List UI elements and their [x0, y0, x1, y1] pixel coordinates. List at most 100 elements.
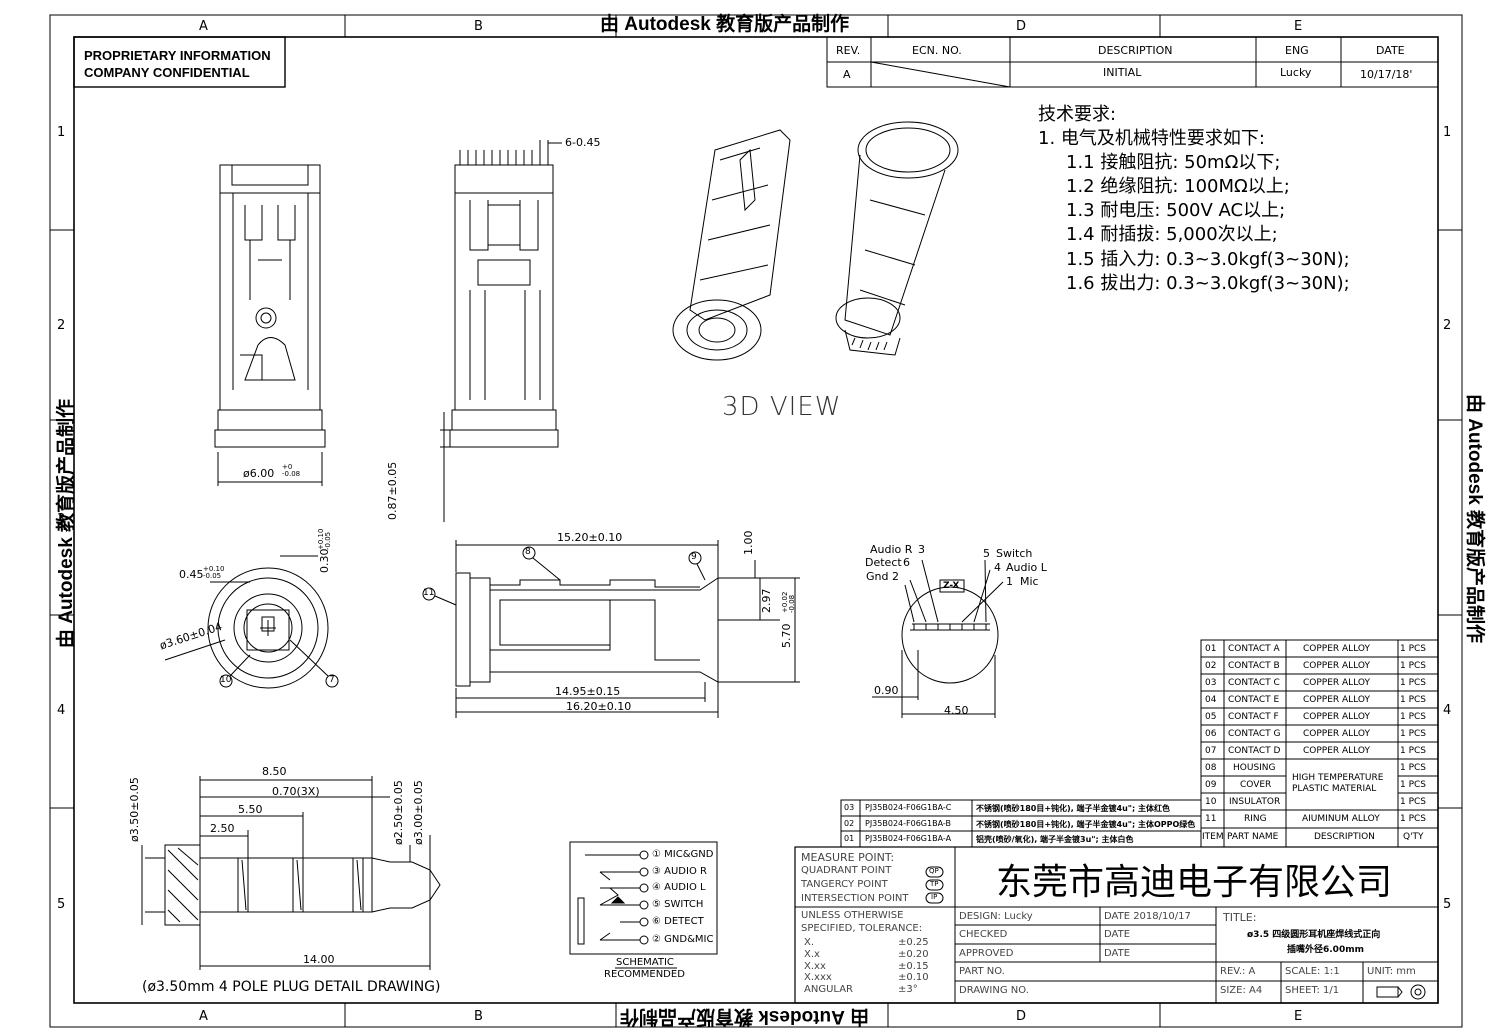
variant-desc-03: 不锈钢(喷砂180目+钝化), 端子半金镀4u"; 主体红色	[976, 804, 1170, 813]
grid-col-b: B	[474, 19, 483, 34]
balloon-10: 10	[220, 675, 232, 685]
variant-pn-03: PJ35B024-F06G1BA-C	[865, 803, 952, 812]
plug-dim-1400: 14.00	[303, 953, 335, 966]
dim-297: 2.97	[760, 588, 773, 614]
grid-row-3: 3	[57, 512, 66, 527]
pin-label-detect: Detect	[865, 556, 902, 569]
requirements-title: 技术要求:	[1038, 104, 1117, 125]
bom-no-10: 10	[1205, 797, 1217, 807]
bom-no-01: 01	[1205, 644, 1217, 654]
measure-code-ip: IP	[931, 893, 938, 901]
bom-desc-11: AIUMINUM ALLOY	[1302, 814, 1380, 824]
plug-dim-300-dia: ø3.00±0.05	[412, 780, 425, 845]
measure-code-tp: TP	[930, 880, 939, 888]
bom-merged-desc-2: PLASTIC MATERIAL	[1292, 784, 1377, 794]
bom-qty-07: 1 PCS	[1400, 746, 1427, 756]
bom-part-03: CONTACT C	[1228, 678, 1280, 688]
design-by: DESIGN: Lucky	[959, 911, 1033, 922]
tol-key-3: X.xx	[804, 961, 826, 972]
tol-val-1: ±0.25	[898, 937, 929, 948]
variant-pn-02: PJ35B024-F06G1BA-B	[865, 819, 951, 828]
side-view	[440, 140, 562, 522]
pin-label-switch: Switch	[996, 547, 1033, 560]
pin-number-6: 6	[903, 556, 910, 569]
plug-caption: (ø3.50mm 4 POLE PLUG DETAIL DRAWING)	[142, 979, 441, 995]
title-block-lines	[794, 846, 1439, 1004]
bom-desc-01: COPPER ALLOY	[1303, 644, 1370, 654]
bom-part-09: COVER	[1240, 780, 1272, 790]
bom-qty-03: 1 PCS	[1400, 678, 1427, 688]
checked-by: CHECKED	[959, 929, 1008, 940]
rev-header-desc: DESCRIPTION	[1098, 44, 1173, 57]
pin-label-gnd: Gnd	[866, 570, 889, 583]
dim-570: 5.70	[780, 623, 793, 649]
bom-part-04: CONTACT E	[1228, 695, 1280, 705]
schematic-audio-l: ④ AUDIO L	[652, 882, 706, 893]
drawing-number: DRAWING NO.	[959, 985, 1029, 996]
requirement-1-5: 1.5 插入力: 0.3~3.0kgf(3~30N);	[1066, 249, 1350, 270]
scale-field: SCALE: 1:1	[1285, 966, 1340, 977]
grid-col-e-bottom: E	[1294, 1009, 1303, 1024]
tol-key-4: X.xxx	[804, 972, 832, 983]
bom-no-02: 02	[1205, 661, 1217, 671]
unit-field: UNIT: mm	[1367, 966, 1416, 977]
dim-570-tol-lower: -0.08	[788, 594, 796, 613]
grid-col-e: E	[1294, 19, 1303, 34]
dim-1620: 16.20±0.10	[566, 700, 632, 713]
title-line-1: ø3.5 四级圆形耳机座焊线式正向	[1247, 930, 1381, 940]
watermark-top: 由 Autodesk 教育版产品制作	[600, 14, 850, 35]
bom-no-09: 09	[1205, 780, 1217, 790]
bom-desc-04: COPPER ALLOY	[1303, 695, 1370, 705]
schematic-switch: ⑤ SWITCH	[652, 899, 704, 910]
bom-desc-06: COPPER ALLOY	[1303, 729, 1370, 739]
requirement-1-1: 1.1 接触阻抗: 50mΩ以下;	[1066, 152, 1281, 173]
dim-570-tol: +0.02 -0.08	[781, 592, 796, 613]
bom-part-01: CONTACT A	[1228, 644, 1280, 654]
tol-val-2: ±0.20	[898, 949, 929, 960]
bom-no-08: 08	[1205, 763, 1217, 773]
rev-field: REV.: A	[1220, 966, 1256, 977]
projection-symbol-icon	[1376, 985, 1426, 999]
approved-by: APPROVED	[959, 948, 1014, 959]
dim-600-tol-lower: -0.08	[282, 470, 301, 478]
pin-label-mic: Mic	[1020, 575, 1039, 588]
bom-no-11: 11	[1205, 814, 1217, 824]
variant-no-03: 03	[844, 803, 855, 812]
tol-val-4: ±0.10	[898, 972, 929, 983]
tolerance-title-2: SPECIFIED, TOLERANCE:	[801, 923, 923, 934]
bom-qty-08: 1 PCS	[1400, 763, 1427, 773]
section-view	[422, 540, 800, 718]
title-line-2: 插嘴外径6.00mm	[1287, 945, 1364, 955]
tol-val-3: ±0.15	[898, 961, 929, 972]
tol-key-1: X.	[804, 937, 815, 948]
bom-part-07: CONTACT D	[1228, 746, 1281, 756]
schematic-caption-1: SCHEMATIC	[616, 957, 674, 968]
dim-100: 1.00	[742, 530, 755, 556]
bom-no-07: 07	[1205, 746, 1217, 756]
plug-dim-250: 2.50	[210, 822, 235, 835]
rev-header-date: DATE	[1376, 44, 1405, 57]
end-view	[164, 555, 339, 689]
requirement-1-6: 1.6 拔出力: 0.3~3.0kgf(3~30N);	[1066, 273, 1350, 294]
requirement-1-2: 1.2 绝缘阻抗: 100MΩ以上;	[1066, 176, 1290, 197]
measure-code-qp: QP	[929, 867, 939, 875]
bom-part-02: CONTACT B	[1228, 661, 1280, 671]
design-date: DATE 2018/10/17	[1104, 911, 1191, 922]
bom-desc-07: COPPER ALLOY	[1303, 746, 1370, 756]
plug-detail-view	[141, 776, 441, 970]
plug-dim-070: 0.70(3X)	[272, 785, 320, 798]
grid-row-2-right: 2	[1443, 318, 1452, 333]
dim-1520: 15.20±0.10	[557, 531, 623, 544]
bom-merged-desc-1: HIGH TEMPERATURE	[1292, 773, 1384, 783]
variant-desc-01: 铝壳(喷砂/氧化), 端子半金镀3u"; 主体白色	[976, 835, 1134, 844]
bom-no-05: 05	[1205, 712, 1217, 722]
grid-row-5-right: 5	[1443, 897, 1452, 912]
dim-600-tol: +0 -0.08	[282, 464, 300, 478]
measure-title: MEASURE POINT:	[801, 851, 895, 864]
bom-part-08: HOUSING	[1233, 763, 1276, 773]
watermark-right: 由 Autodesk 教育版产品制作	[1464, 393, 1486, 644]
front-view	[214, 164, 326, 486]
dim-045-tol-upper: +0.10	[203, 565, 225, 573]
grid-row-2: 2	[57, 318, 66, 333]
plug-dim-350: ø3.50±0.05	[128, 777, 141, 842]
